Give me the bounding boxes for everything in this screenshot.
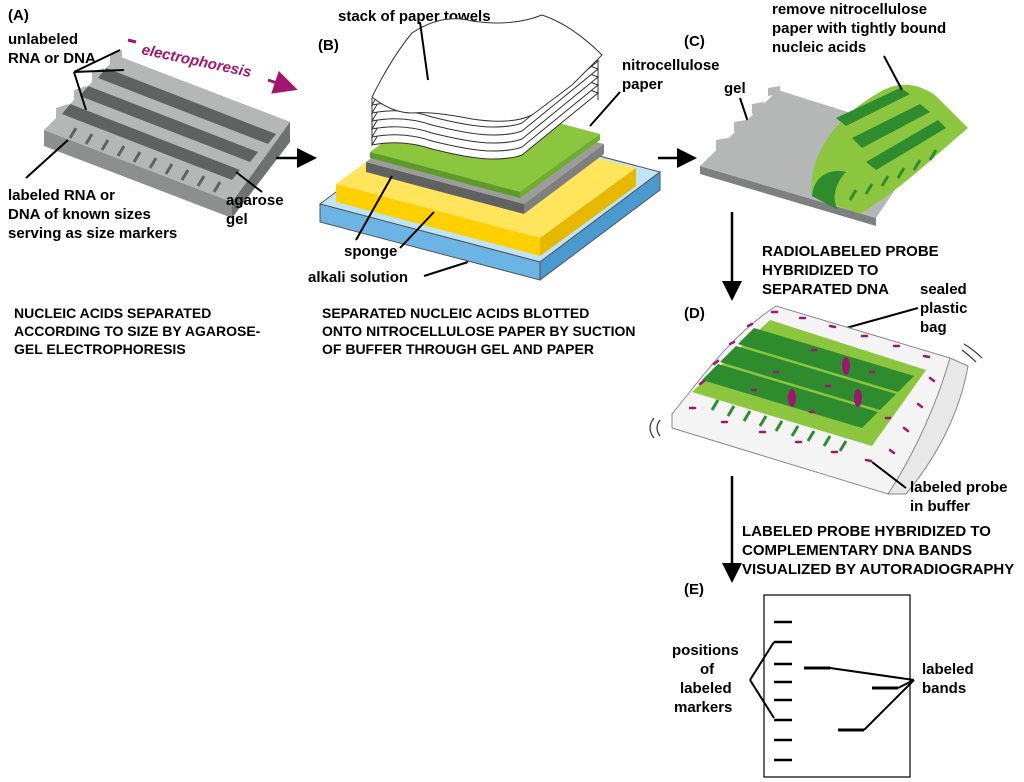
panel-a-letter: (A) [8, 7, 29, 24]
label-markers-line1: labeled RNA or [8, 187, 115, 204]
label-bag-line2: plastic [920, 300, 968, 317]
panel-b-letter: (B) [318, 37, 339, 54]
label-remove-line2: paper with tightly bound [772, 20, 946, 37]
label-unlabeled-line2: RNA or DNA [8, 50, 96, 67]
labeled-bands-marks [804, 666, 898, 732]
sealed-plastic-bag [649, 305, 983, 495]
label-probe-line2: in buffer [910, 498, 970, 515]
panel-e: LABELED PROBE HYBRIDIZED TO COMPLEMENTAR… [672, 523, 1014, 778]
label-nitro-line1: nitrocellulose [622, 57, 720, 74]
step-d-line1: RADIOLABELED PROBE [762, 243, 939, 260]
caption-a-line3: GEL ELECTROPHORESIS [14, 341, 186, 357]
label-positions-line4: markers [674, 699, 732, 716]
label-probe-line1: labeled probe [910, 479, 1008, 496]
label-gel: gel [226, 211, 248, 228]
label-positions-line1: positions [672, 642, 739, 659]
panel-b: (B) stack of paper towels [308, 8, 720, 357]
panel-e-letter: (E) [684, 581, 704, 598]
label-unlabeled-line1: unlabeled [8, 31, 78, 48]
label-sponge: sponge [344, 243, 397, 260]
label-markers-line3: serving as size markers [8, 225, 177, 242]
label-positions-line2: of [700, 661, 715, 678]
label-agarose: agarose [226, 192, 284, 209]
step-e-line2: COMPLEMENTARY DNA BANDS [742, 542, 972, 559]
step-d-line3: SEPARATED DNA [762, 281, 889, 298]
caption-a-line1: NUCLEIC ACIDS SEPARATED [14, 305, 211, 321]
step-d-line2: HYBRIDIZED TO [762, 262, 879, 279]
label-gel-c: gel [724, 80, 746, 97]
panel-c-letter: (C) [684, 33, 705, 50]
label-bag-line3: bag [920, 319, 947, 336]
peeling-nitrocellulose [811, 84, 968, 214]
paper-towel-stack [371, 14, 603, 160]
caption-b-line2: ONTO NITROCELLULOSE PAPER BY SUCTION [322, 323, 635, 339]
panel-d: RADIOLABELED PROBE HYBRIDIZED TO SEPARAT… [649, 243, 1008, 515]
label-bag-line1: sealed [920, 281, 967, 298]
autoradiograph-film [763, 594, 911, 778]
label-remove-line1: remove nitrocellulose [772, 1, 927, 18]
label-bands-line1: labeled [922, 661, 974, 678]
panel-d-letter: (D) [684, 305, 705, 322]
label-alkali: alkali solution [308, 269, 408, 286]
caption-b-line1: SEPARATED NUCLEIC ACIDS BLOTTED [322, 305, 589, 321]
label-bands-line2: bands [922, 680, 966, 697]
panel-c: (C) remove nitrocellulose paper with tig… [684, 1, 968, 226]
marker-bands [774, 620, 792, 762]
label-remove-line3: nucleic acids [772, 39, 866, 56]
caption-b-line3: OF BUFFER THROUGH GEL AND PAPER [322, 341, 594, 357]
label-nitro-line2: paper [622, 76, 663, 93]
electrophoresis-arrow [267, 70, 298, 94]
agarose-gel-slab [44, 50, 290, 218]
caption-a-line2: ACCORDING TO SIZE BY AGAROSE- [14, 323, 261, 339]
step-e-line1: LABELED PROBE HYBRIDIZED TO [742, 523, 991, 540]
step-e-line3: VISUALIZED BY AUTORADIOGRAPHY [742, 561, 1014, 578]
label-positions-line3: labeled [680, 680, 732, 697]
label-markers-line2: DNA of known sizes [8, 206, 151, 223]
panel-a: (A) unlabeled RNA or DNA electrophoresis [8, 7, 298, 357]
